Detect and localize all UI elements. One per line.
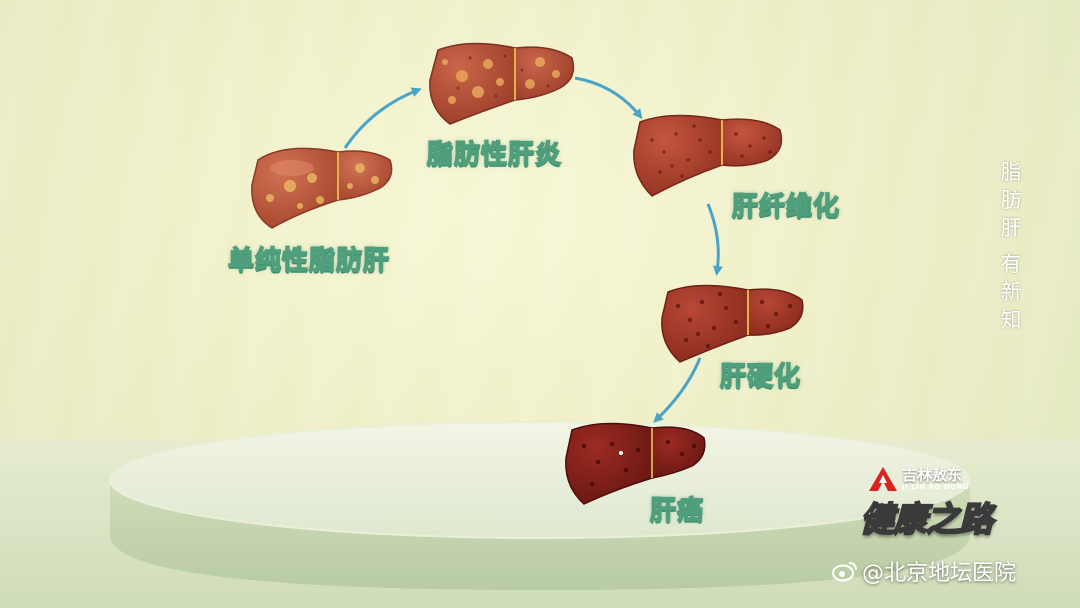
sponsor-logo-icon: [869, 467, 897, 491]
sponsor-logo: 吉林敖东 JI LIN AO DONG 健康之路: [859, 462, 1030, 542]
show-title: 健康之路: [859, 499, 994, 541]
sponsor-name-en: JI LIN AO DONG: [902, 483, 970, 491]
stage-label-liver-fibrosis: 肝纤维化: [731, 191, 841, 223]
weibo-icon: [832, 562, 857, 582]
liver-simple-fatty-icon: [251, 147, 393, 229]
stage-label-liver-cancer: 肝癌: [649, 495, 705, 527]
side-title-char: 脂: [1000, 160, 1022, 184]
side-title-char: 肪: [1000, 188, 1022, 212]
arrow-3: [706, 203, 723, 276]
stage-label-fatty-hepatitis: 脂肪性肝炎: [426, 139, 563, 171]
arrow-4: [653, 357, 702, 423]
liver-fatty-hepatitis-icon: [429, 42, 575, 125]
side-title-char: 有: [1000, 252, 1022, 276]
stage-label-liver-cirrhosis: 肝硬化: [719, 361, 802, 393]
watermark: @北京地坛医院: [862, 561, 1017, 586]
side-title: 脂 肪 肝 有 新 知: [994, 158, 1028, 334]
liver-fibrosis-icon: [633, 114, 783, 197]
side-title-char: 肝: [1000, 216, 1022, 240]
liver-cirrhosis-icon: [661, 284, 804, 363]
pedestal: [109, 421, 971, 590]
arrow-2: [574, 76, 643, 120]
sponsor-name: 吉林敖东: [902, 466, 963, 484]
liver-cancer-icon: [565, 422, 706, 505]
stage-label-simple-fatty-liver: 单纯性脂肪肝: [227, 245, 391, 277]
arrow-1: [343, 87, 422, 149]
side-title-char: 知: [1000, 308, 1022, 332]
side-title-char: 新: [1000, 280, 1022, 304]
